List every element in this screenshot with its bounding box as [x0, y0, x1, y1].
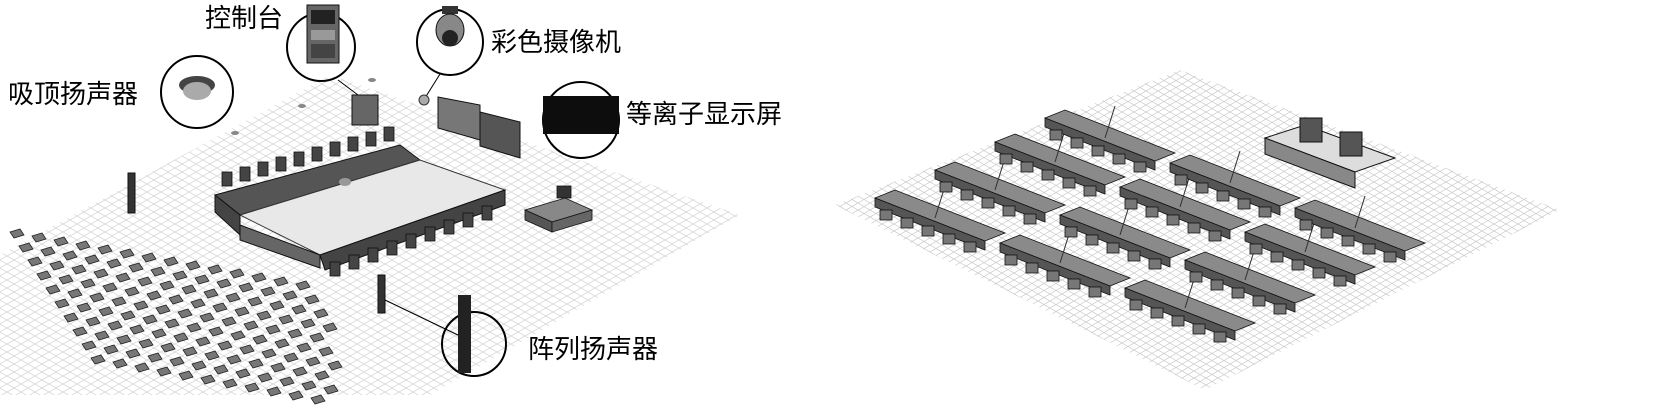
- delegate-chair: [1089, 287, 1101, 297]
- table-chair: [384, 127, 394, 141]
- delegate-chair: [1321, 228, 1333, 238]
- delegate-chair: [1092, 146, 1104, 156]
- right-floor-plan: [835, 70, 1560, 390]
- table-chair: [444, 220, 454, 234]
- centerpiece: [339, 178, 351, 186]
- delegate-chair: [1026, 263, 1038, 273]
- color-camera-label: 彩色摄像机: [491, 28, 621, 58]
- table-chair: [482, 206, 492, 220]
- delegate-chair: [961, 190, 973, 200]
- delegate-chair: [943, 234, 955, 244]
- delegate-chair: [1151, 308, 1163, 318]
- delegate-chair: [1334, 276, 1346, 286]
- console-label: 控制台: [205, 4, 283, 34]
- delegate-chair: [1209, 231, 1221, 241]
- delegate-chair: [1342, 236, 1354, 246]
- table-chair: [240, 167, 250, 181]
- audience-seat: [10, 229, 24, 238]
- delegate-chair: [1084, 186, 1096, 196]
- delegate-chair: [1050, 130, 1062, 140]
- ceiling-speaker-label: 吸顶扬声器: [8, 80, 138, 110]
- table-chair: [348, 137, 358, 151]
- delegate-chair: [1024, 214, 1036, 224]
- delegate-chair: [1167, 215, 1179, 225]
- delegate-chair: [1238, 199, 1250, 209]
- delegate-chair: [1217, 191, 1229, 201]
- delegate-chair: [1107, 243, 1119, 253]
- table-chair: [349, 255, 359, 269]
- delegate-chair: [1000, 154, 1012, 164]
- delegate-chair: [1172, 316, 1184, 326]
- table-chair: [406, 234, 416, 248]
- delegate-chair: [940, 182, 952, 192]
- delegate-chair: [922, 226, 934, 236]
- table-chair: [294, 152, 304, 166]
- delegate-chair: [1313, 268, 1325, 278]
- delegate-chair: [1292, 260, 1304, 270]
- delegate-chair: [1384, 252, 1396, 262]
- delegate-chair: [1134, 162, 1146, 172]
- delegate-chair: [1042, 170, 1054, 180]
- delegate-chair: [1211, 280, 1223, 290]
- delegate-chair: [1065, 227, 1077, 237]
- delegate-chair: [1063, 178, 1075, 188]
- delegate-chair: [1271, 252, 1283, 262]
- delegate-chair: [1259, 207, 1271, 217]
- audience-seat: [311, 395, 325, 404]
- delegate-chair: [1188, 223, 1200, 233]
- delegate-chair: [1190, 272, 1202, 282]
- table-chair: [425, 227, 435, 241]
- table-chair: [330, 262, 340, 276]
- delegate-chair: [1214, 332, 1226, 342]
- table-chair: [387, 241, 397, 255]
- delegate-chair: [1175, 175, 1187, 185]
- table-chair: [368, 248, 378, 262]
- delegate-chair: [1071, 138, 1083, 148]
- delegate-chair: [1363, 244, 1375, 254]
- color-camera-icon: [417, 6, 483, 105]
- delegate-chair: [880, 210, 892, 220]
- delegate-chair: [1021, 162, 1033, 172]
- table-chair: [312, 147, 322, 161]
- delegate-chair: [1250, 244, 1262, 254]
- delegate-chair: [1193, 324, 1205, 334]
- delegate-chair: [1146, 207, 1158, 217]
- delegate-chair: [1005, 255, 1017, 265]
- delegate-chair: [1086, 235, 1098, 245]
- delegate-chair: [1003, 206, 1015, 216]
- delegate-chair: [982, 198, 994, 208]
- delegate-chair: [964, 242, 976, 252]
- delegate-chair: [1068, 279, 1080, 289]
- table-chair: [258, 162, 268, 176]
- delegate-chair: [1149, 259, 1161, 269]
- delegate-chair: [1196, 183, 1208, 193]
- table-chair: [366, 132, 376, 146]
- delegate-chair: [1274, 304, 1286, 314]
- delegate-chair: [1300, 220, 1312, 230]
- table-chair: [330, 142, 340, 156]
- delegate-chair: [1130, 300, 1142, 310]
- plasma-screen-icon: [543, 82, 619, 158]
- delegate-chair: [1113, 154, 1125, 164]
- delegate-chair: [901, 218, 913, 228]
- table-chair: [222, 172, 232, 186]
- delegate-chair: [1253, 296, 1265, 306]
- delegate-chair: [1125, 199, 1137, 209]
- table-chair: [463, 213, 473, 227]
- console-on-floor: [352, 95, 378, 125]
- table-chair: [276, 157, 286, 171]
- array-speaker-label: 阵列扬声器: [528, 335, 658, 365]
- delegate-chair: [1047, 271, 1059, 281]
- plasma-screen-label: 等离子显示屏: [626, 100, 782, 130]
- delegate-chair: [1128, 251, 1140, 261]
- delegate-chair: [1232, 288, 1244, 298]
